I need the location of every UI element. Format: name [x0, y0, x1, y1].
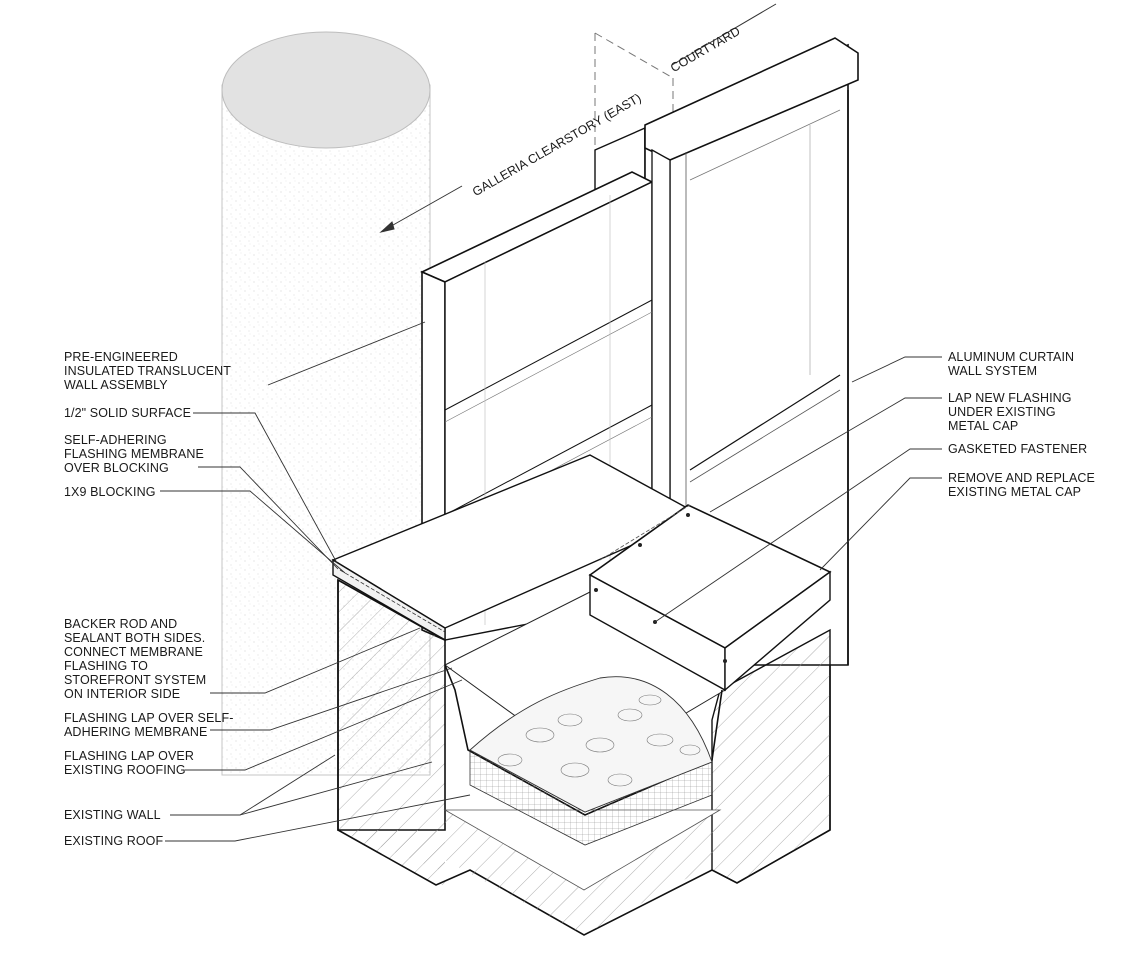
callout-existing-wall: EXISTING WALL [64, 808, 161, 822]
callout-self-adhering-membrane: SELF-ADHERING FLASHING MEMBRANE OVER BLO… [64, 433, 204, 475]
callout-solid-surface: 1/2" SOLID SURFACE [64, 406, 192, 420]
callout-backer-rod: BACKER ROD AND SEALANT BOTH SIDES. CONNE… [64, 617, 207, 701]
existing-column [221, 31, 431, 776]
callout-translucent-wall: PRE-ENGINEERED INSULATED TRANSLUCENT WAL… [64, 350, 231, 392]
callout-lap-new-flashing: LAP NEW FLASHING UNDER EXISTING METAL CA… [948, 391, 1072, 433]
orientation-arrows [379, 3, 777, 233]
roof-membrane [444, 591, 726, 846]
callout-flashing-lap-membrane: FLASHING LAP OVER SELF- ADHERING MEMBRAN… [64, 711, 234, 739]
callout-blocking: 1X9 BLOCKING [64, 485, 156, 499]
leader-lines-left [160, 321, 471, 842]
callout-existing-roof: EXISTING ROOF [64, 834, 164, 848]
existing-wall [337, 578, 831, 936]
callout-curtain-wall: ALUMINUM CURTAIN WALL SYSTEM [948, 350, 1075, 378]
callout-gasketed-fastener: GASKETED FASTENER [948, 442, 1088, 456]
callout-metal-cap: REMOVE AND REPLACE EXISTING METAL CAP [948, 471, 1095, 499]
callout-flashing-lap-roofing: FLASHING LAP OVER EXISTING ROOFING [64, 749, 194, 777]
existing-metal-cap [588, 504, 832, 692]
leader-lines-right [654, 356, 942, 623]
